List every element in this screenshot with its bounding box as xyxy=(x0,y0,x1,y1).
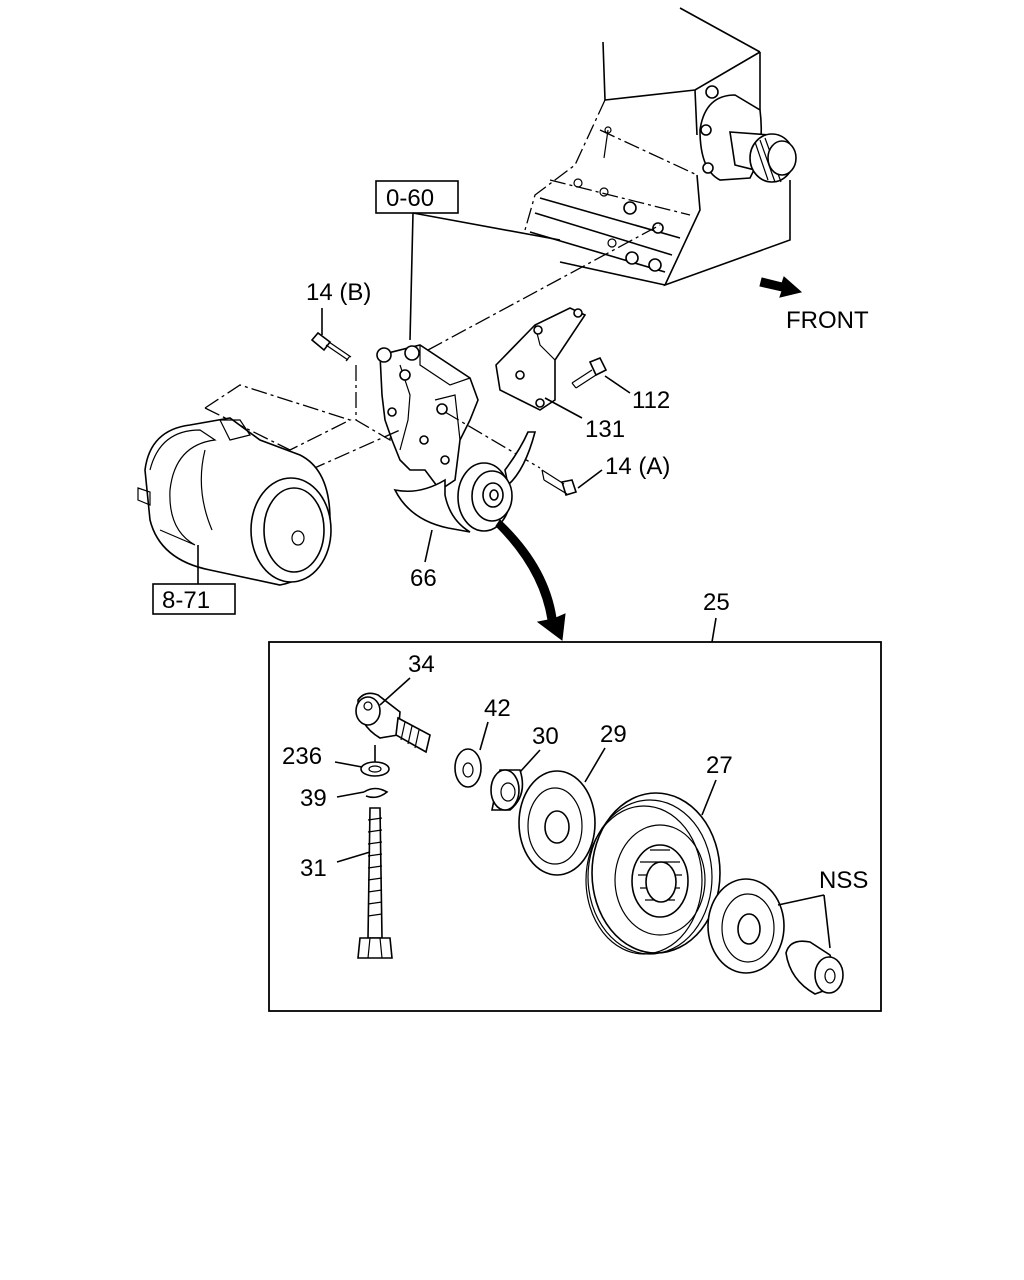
callout-14a: 14 (A) xyxy=(605,453,670,480)
detail-parts xyxy=(355,692,844,995)
arrow-right-down-icon xyxy=(759,276,803,298)
callout-112: 112 xyxy=(632,387,670,414)
compressor xyxy=(137,384,401,586)
front-indicator: FRONT xyxy=(759,276,869,334)
front-label: FRONT xyxy=(786,307,869,334)
ref-label-8-71: 8-71 xyxy=(162,587,210,614)
callout-31: 31 xyxy=(300,855,327,882)
detail-frame xyxy=(268,641,882,1012)
callout-66: 66 xyxy=(410,565,437,592)
callout-39: 39 xyxy=(300,785,327,812)
ref-box-8-71[interactable]: 8-71 xyxy=(152,583,236,615)
callout-25: 25 xyxy=(703,589,730,616)
callout-34: 34 xyxy=(408,651,435,678)
ref-box-0-60[interactable]: 0-60 xyxy=(375,180,459,214)
bracket-assembly xyxy=(310,307,608,533)
callout-27: 27 xyxy=(706,752,733,779)
ref-label-0-60: 0-60 xyxy=(386,185,434,212)
detail-arrow-icon xyxy=(495,519,566,641)
engine-block xyxy=(524,7,797,287)
callout-29: 29 xyxy=(600,721,627,748)
callout-42: 42 xyxy=(484,695,511,722)
callout-nss: NSS xyxy=(819,867,868,894)
callout-30: 30 xyxy=(532,723,559,750)
callout-236: 236 xyxy=(282,743,322,770)
callout-14b: 14 (B) xyxy=(306,279,371,306)
callout-131: 131 xyxy=(585,416,625,443)
